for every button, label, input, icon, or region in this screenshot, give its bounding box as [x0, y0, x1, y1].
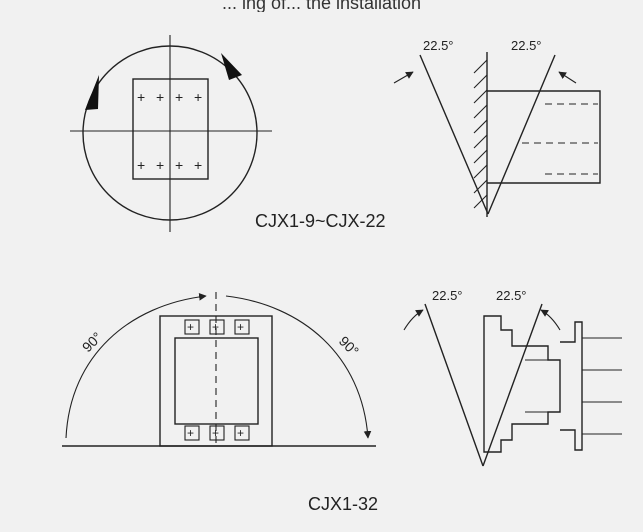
caption-bottom: CJX1-32 [308, 494, 378, 514]
contactor-side-profile [483, 315, 561, 453]
svg-text:+: + [137, 157, 145, 173]
cropped-top-caption: ... ing of... the installation [221, 0, 422, 12]
angle-label-top-left: 22.5° [423, 38, 454, 53]
svg-text:+: + [237, 320, 244, 334]
rotation-view: + + + + + + + + [70, 35, 272, 232]
svg-text:+: + [137, 89, 145, 105]
terminal-block [560, 321, 583, 451]
tilt-line-right-bottom [482, 303, 543, 467]
svg-text:+: + [212, 320, 219, 334]
arc-arrow-right [225, 295, 372, 439]
svg-text:+: + [175, 157, 183, 173]
svg-text:+: + [156, 157, 164, 173]
side-tilt-view: 22.5° 22.5° [403, 288, 622, 467]
angle-label-bottom-left: 22.5° [432, 288, 463, 303]
terminal-boxes-top: + + + [184, 319, 250, 335]
tilt-line-left-bottom [424, 303, 484, 467]
curved-arrow-right [540, 309, 561, 331]
ninety-degree-view: + + + + + + 90° 90° [62, 292, 376, 447]
angle-label-90-left: 90° [79, 329, 105, 355]
svg-text:+: + [156, 89, 164, 105]
angle-label-90-right: 90° [336, 333, 362, 359]
rotation-arrow-right [221, 53, 242, 80]
wall-tilt-view: 22.5° 22.5° [393, 38, 601, 217]
tilt-line-left [419, 54, 489, 215]
arrow-top-left [393, 71, 414, 84]
terminal-marks-bottom: + + + + [137, 157, 202, 173]
angle-label-bottom-right: 22.5° [496, 288, 527, 303]
caption-top: CJX1-9~CJX-22 [255, 211, 386, 231]
svg-text:+: + [194, 157, 202, 173]
wall-hatching [473, 59, 488, 209]
svg-text:+: + [237, 426, 244, 440]
contactor-side-outline [487, 90, 601, 184]
tilt-line-right [487, 54, 556, 215]
svg-text:+: + [187, 320, 194, 334]
arrow-top-right [558, 71, 577, 84]
terminal-marks-top: + + + + [137, 89, 202, 105]
arc-arrow-left [65, 292, 207, 439]
svg-text:+: + [175, 89, 183, 105]
svg-text:+: + [194, 89, 202, 105]
contactor-body-outline [132, 78, 209, 180]
curved-arrow-left [403, 309, 424, 331]
svg-text:+: + [212, 426, 219, 440]
rotation-arrow-left [85, 75, 99, 110]
angle-label-top-right: 22.5° [511, 38, 542, 53]
svg-text:+: + [187, 426, 194, 440]
terminal-boxes-bottom: + + + [184, 425, 250, 441]
